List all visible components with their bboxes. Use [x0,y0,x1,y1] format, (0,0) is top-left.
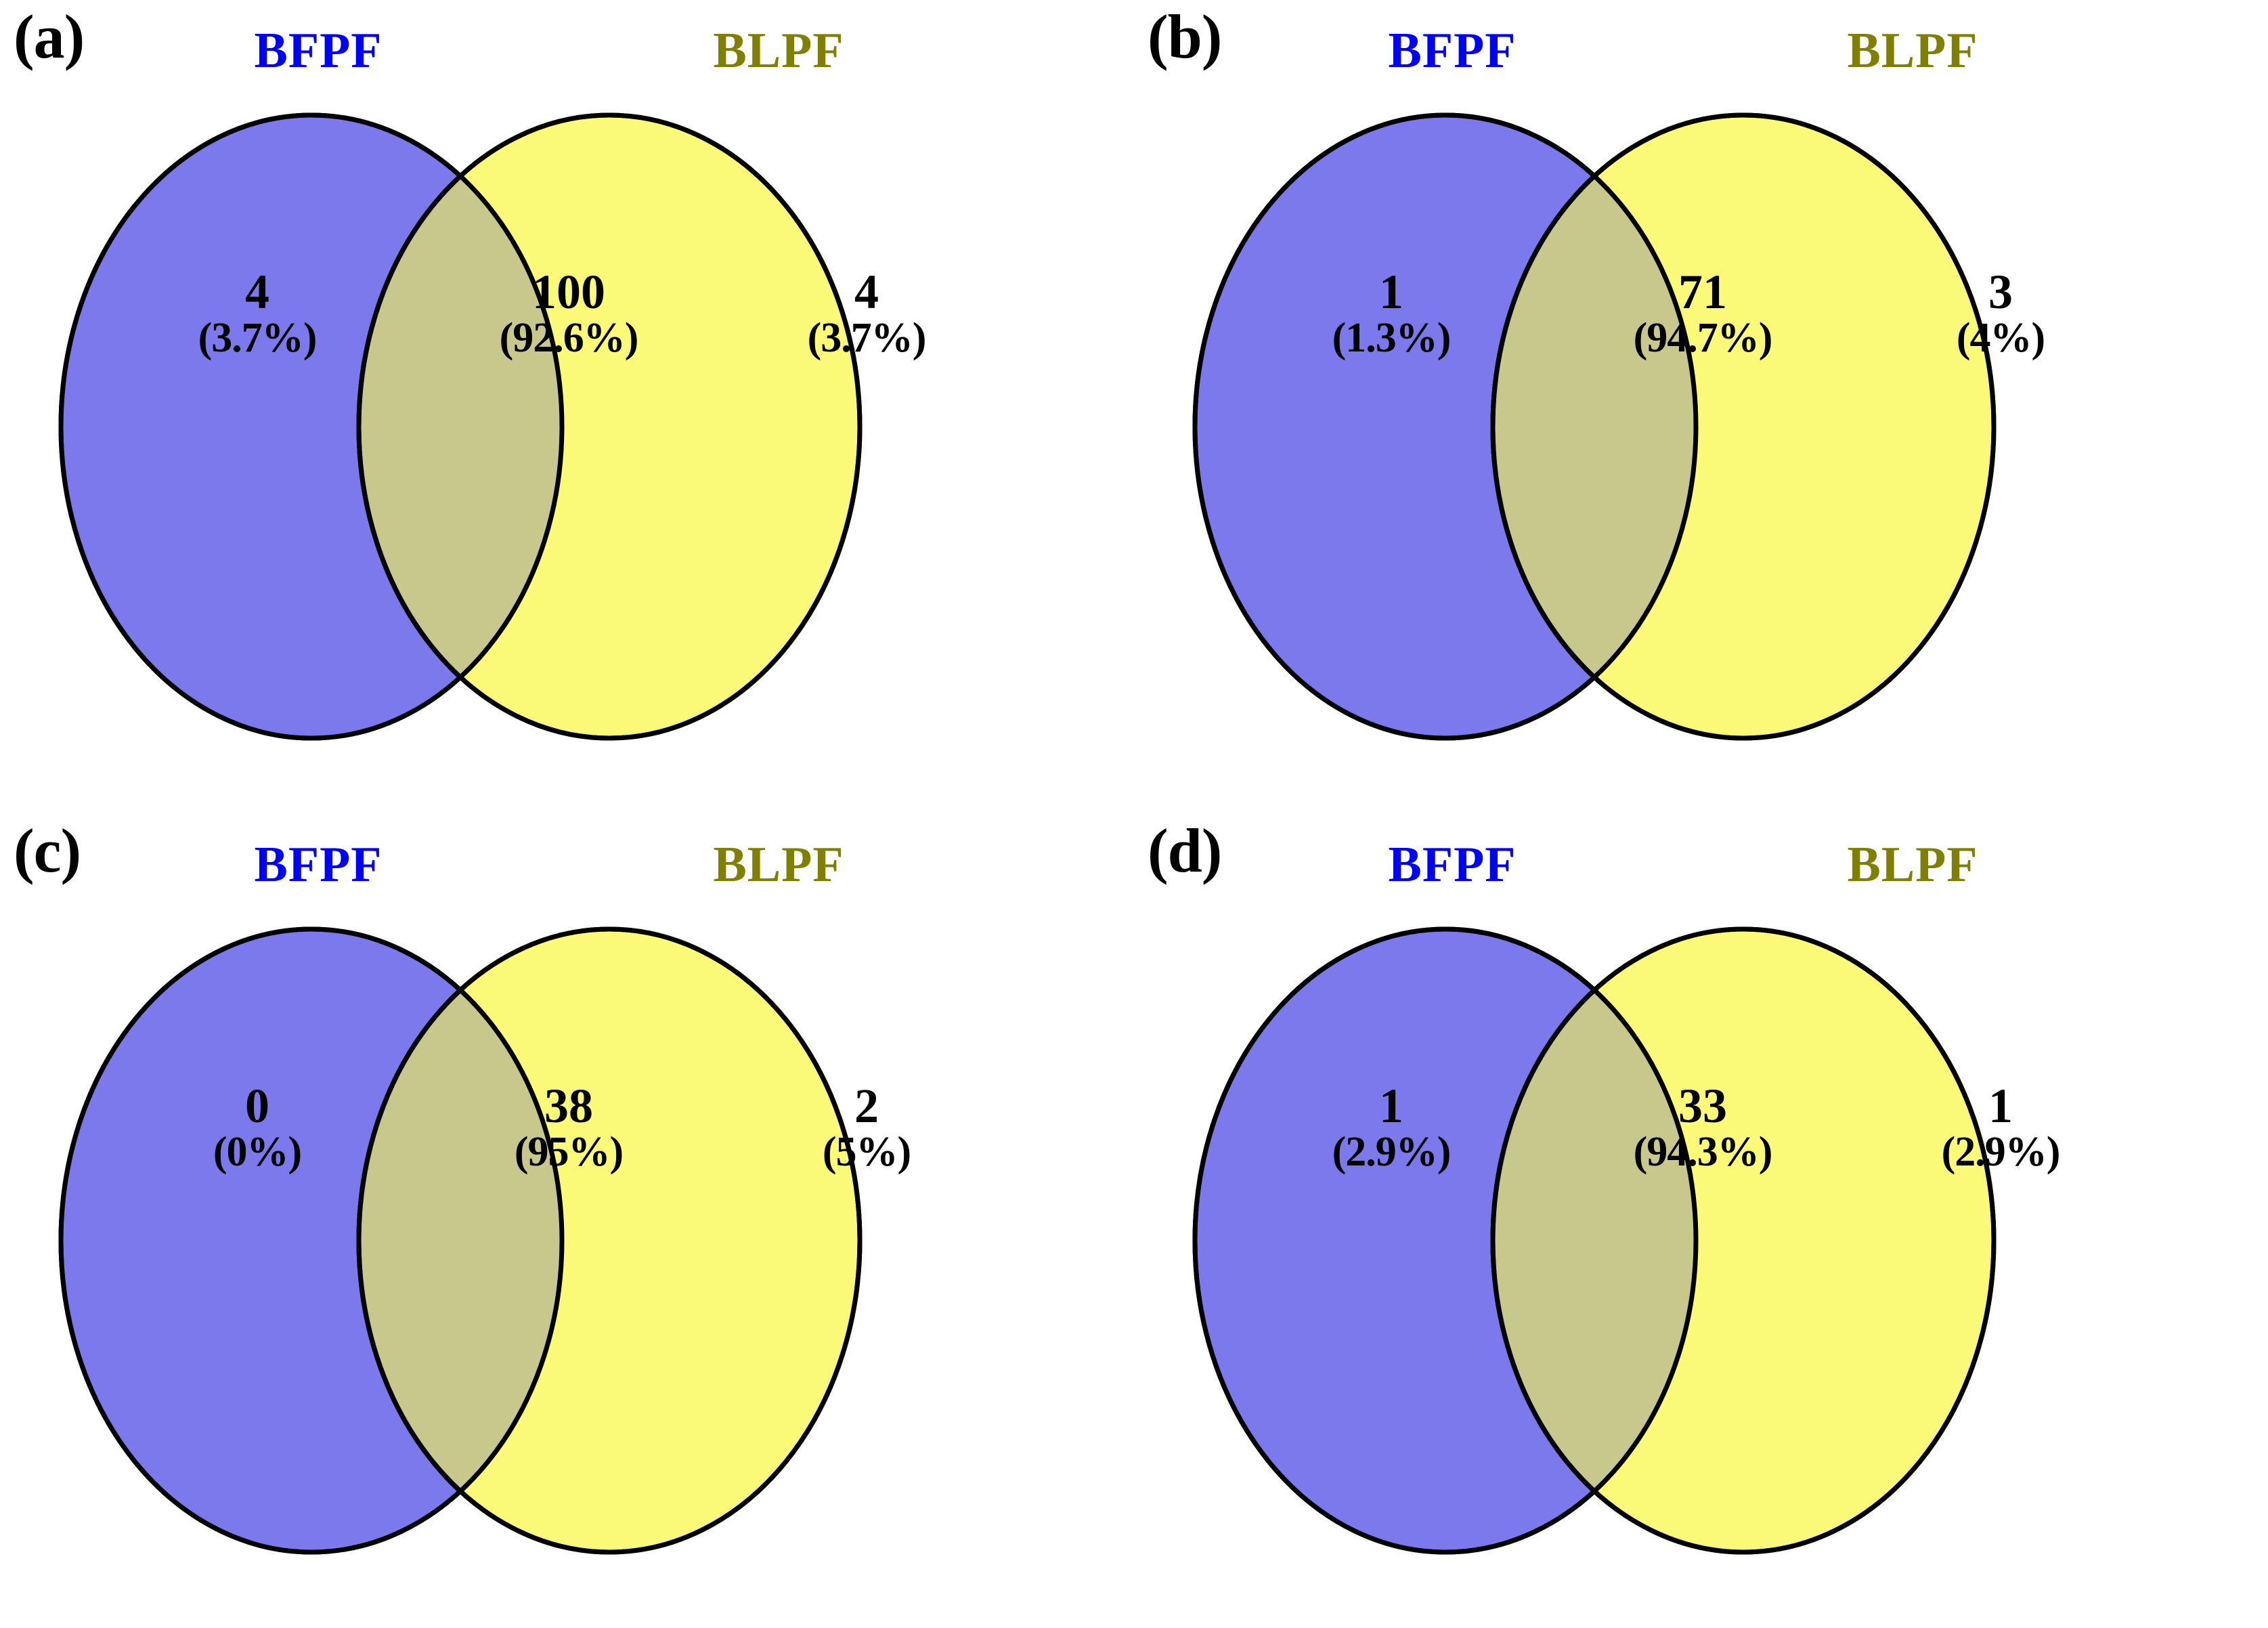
set-label-blpf-c: BLPF [713,837,844,893]
set-label-bfpf-a: BFPF [254,23,383,79]
panel-letter-c: (c) [14,816,81,885]
ellipse-bfpf-a-outline [58,112,565,741]
venn-shapes-c [58,926,863,1555]
ellipse-bfpf-c-outline [58,926,565,1555]
set-label-bfpf-d: BFPF [1388,837,1517,893]
panel-letter-d: (d) [1148,816,1222,885]
panel-letter-a: (a) [14,2,85,71]
ellipse-bfpf-b-outline [1192,112,1699,741]
ellipse-blpf-d-outline [1490,926,1997,1555]
set-label-blpf-b: BLPF [1847,23,1978,79]
venn-shapes-b [1192,112,1997,741]
venn-shapes-a [58,112,863,741]
ellipse-blpf-b-outline [1490,112,1997,741]
set-label-blpf-a: BLPF [713,23,844,79]
venn-shapes-d [1192,926,1997,1555]
venn-panel-d: (d) BFPF BLPF 1 (2.9%) 33 (94.3%) [1134,814,2268,1628]
panel-letter-b: (b) [1148,2,1222,71]
set-label-bfpf-c: BFPF [254,837,383,893]
ellipse-blpf-a-outline [356,112,863,741]
ellipse-bfpf-d-outline [1192,926,1699,1555]
set-label-blpf-d: BLPF [1847,837,1978,893]
venn-panel-a: (a) BFPF BLPF 4 (3.7%) 100 (92.6%) [0,0,1134,814]
venn-panel-b: (b) BFPF BLPF 1 (1.3%) 71 (94.7%) [1134,0,2268,814]
set-label-bfpf-b: BFPF [1388,23,1517,79]
ellipse-blpf-c-outline [356,926,863,1555]
venn-panel-c: (c) BFPF BLPF 0 (0%) 38 (95%) 2 [0,814,1134,1628]
